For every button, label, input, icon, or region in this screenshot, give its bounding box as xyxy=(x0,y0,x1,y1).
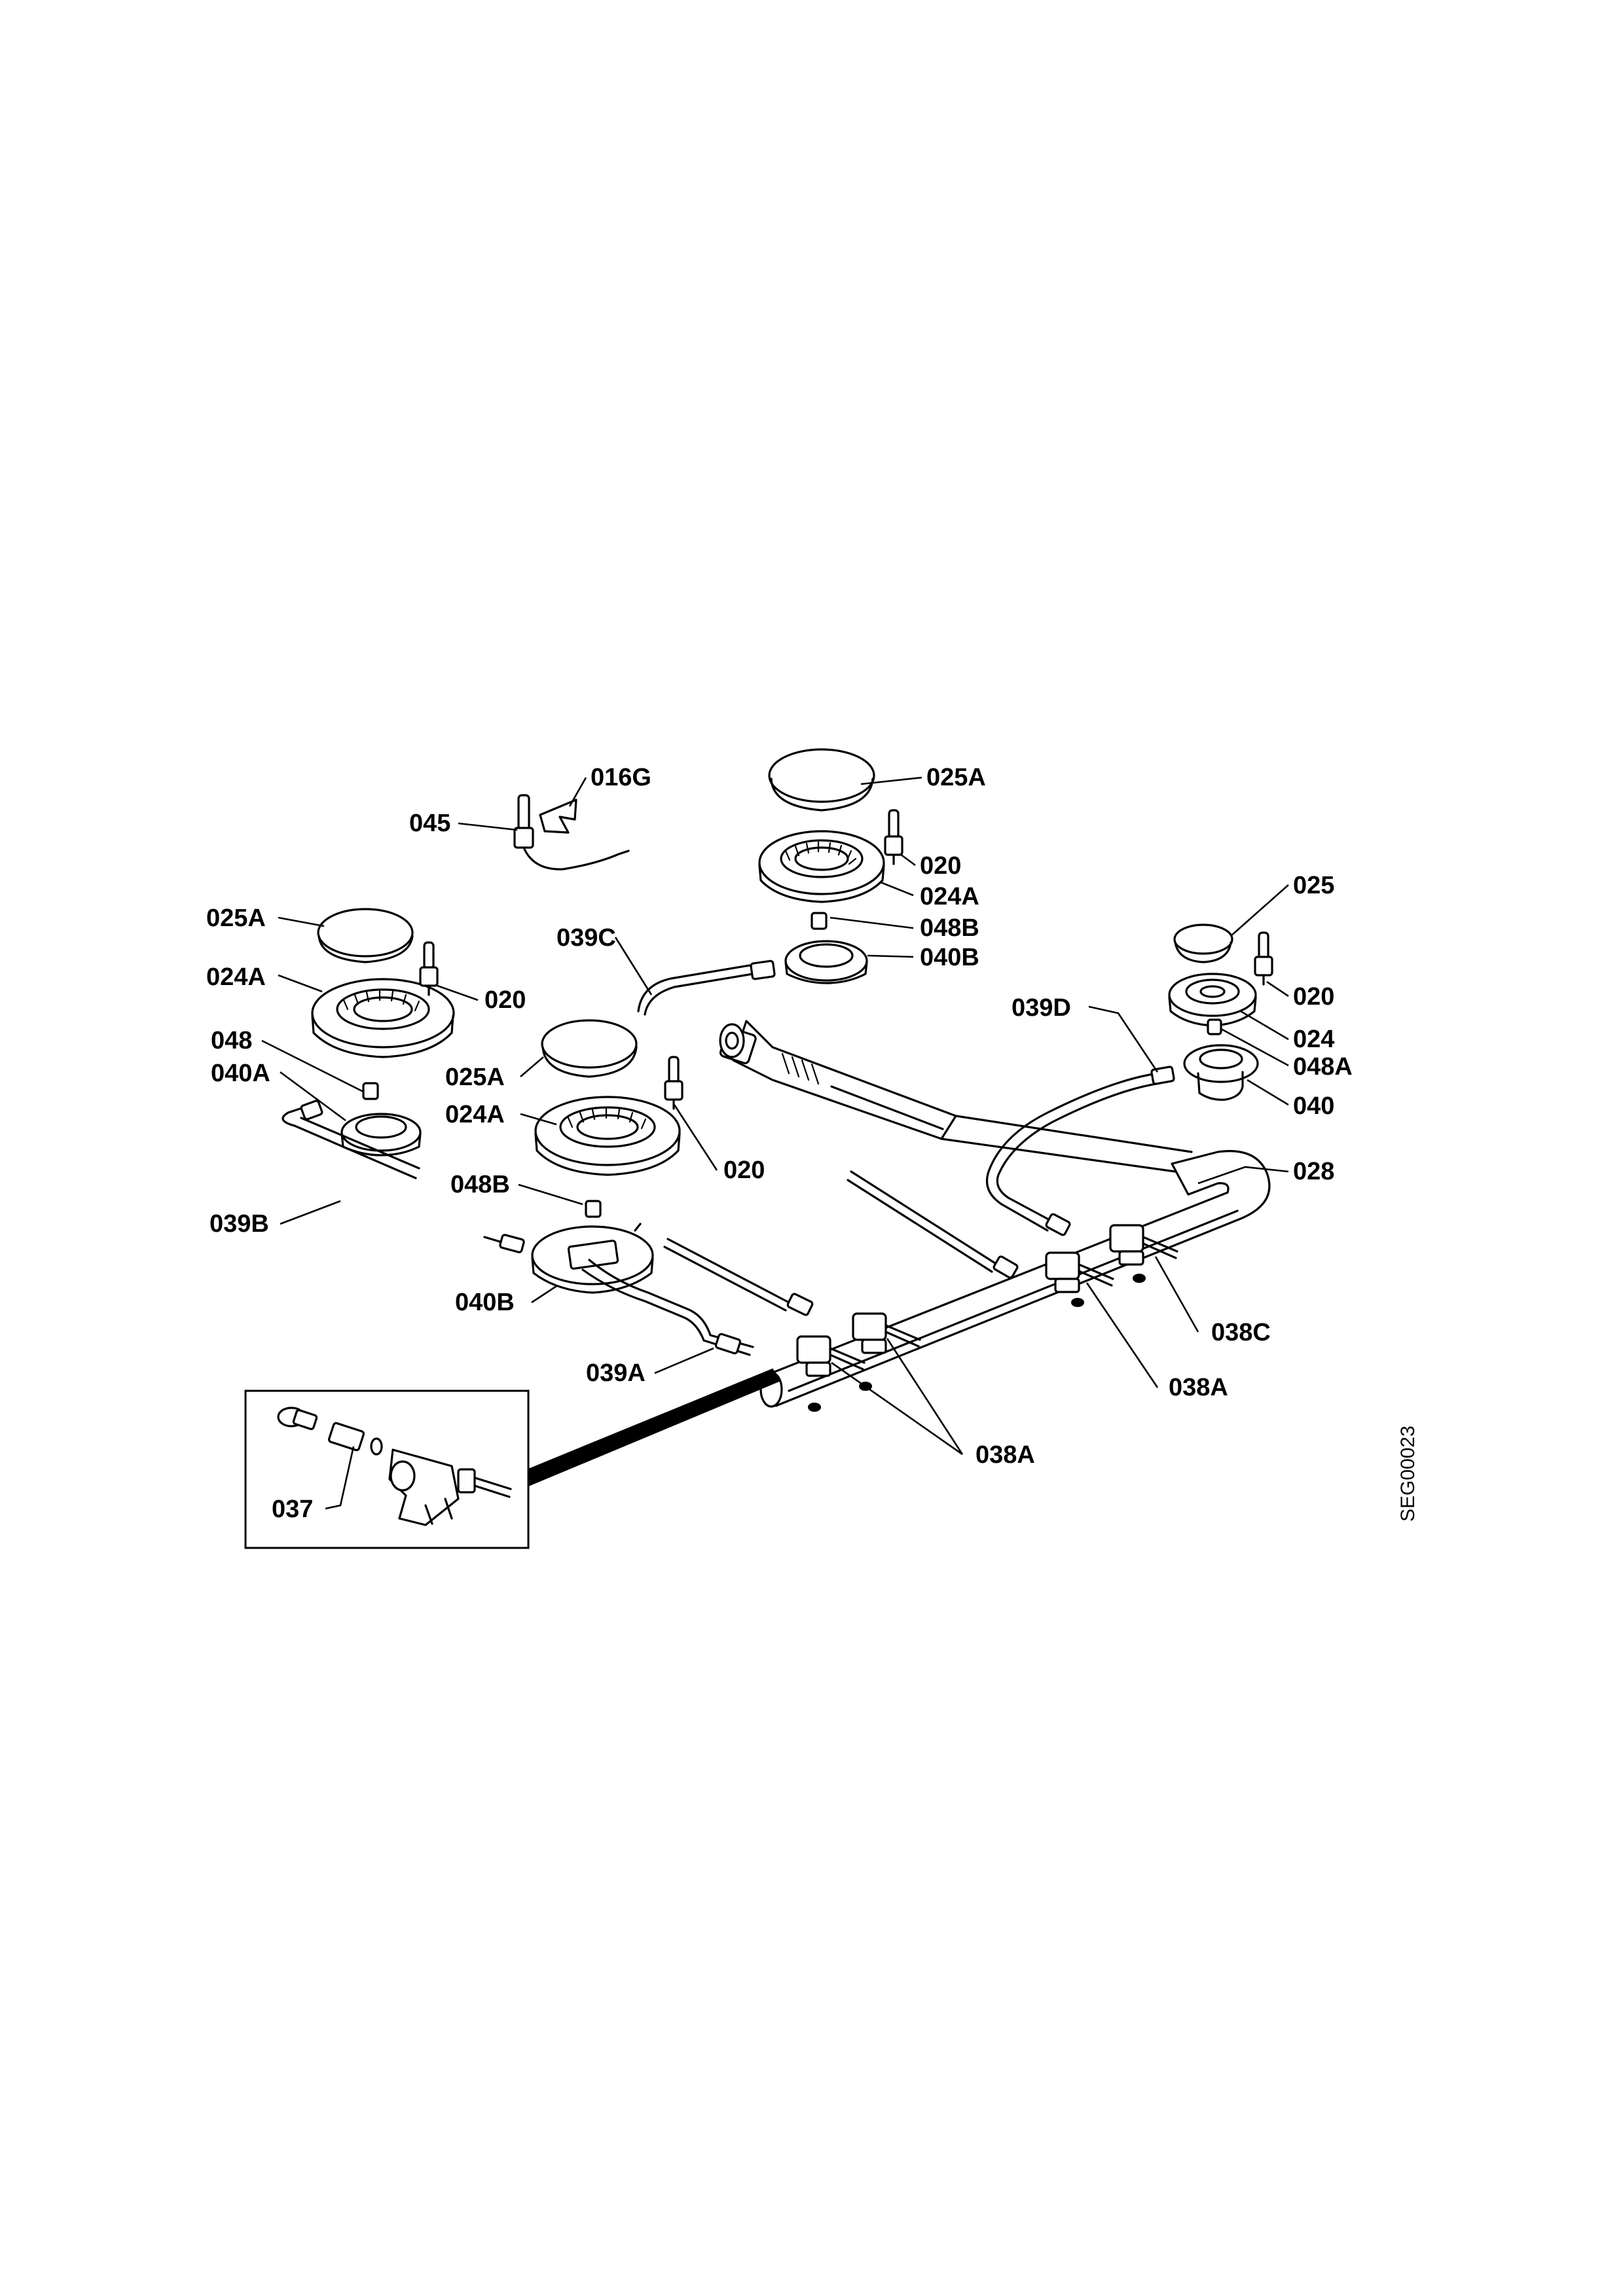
label-025a-left: 025A xyxy=(206,905,266,932)
label-038c: 038C xyxy=(1211,1319,1271,1346)
label-048b-center: 048B xyxy=(450,1171,510,1198)
label-024a-center: 024A xyxy=(445,1101,505,1128)
label-039c: 039C xyxy=(556,924,616,952)
burner-right-small xyxy=(1168,924,1273,1101)
label-020-left: 020 xyxy=(484,986,526,1014)
label-028: 028 xyxy=(1293,1158,1334,1185)
label-040b-top: 040B xyxy=(920,944,979,971)
part-labels: 016G 045 025A 020 024A 048B 040B 039C 02… xyxy=(206,764,1353,1523)
label-048a: 048A xyxy=(1293,1053,1353,1081)
gas-pipes xyxy=(581,960,1175,1356)
label-025a-center: 025A xyxy=(445,1064,505,1091)
burner-center-left xyxy=(483,1019,684,1294)
label-016g: 016G xyxy=(591,764,651,791)
label-024a-top: 024A xyxy=(920,883,979,910)
label-020-center: 020 xyxy=(723,1157,765,1184)
label-048: 048 xyxy=(211,1027,252,1054)
label-037: 037 xyxy=(272,1496,313,1523)
label-040b-center: 040B xyxy=(455,1289,515,1316)
label-040a: 040A xyxy=(211,1060,270,1087)
label-025a-top: 025A xyxy=(926,764,986,791)
label-020-top: 020 xyxy=(920,852,961,880)
label-038a-right: 038A xyxy=(1169,1374,1228,1401)
label-025: 025 xyxy=(1293,872,1334,899)
burner-top-center xyxy=(758,748,903,984)
burner-left xyxy=(282,908,455,1179)
label-020-right: 020 xyxy=(1293,983,1334,1011)
ignition-electrode xyxy=(513,794,630,870)
label-045: 045 xyxy=(409,810,450,837)
label-039d: 039D xyxy=(1012,994,1071,1022)
label-024: 024 xyxy=(1293,1026,1334,1053)
label-039a: 039A xyxy=(586,1359,646,1387)
label-039b: 039B xyxy=(210,1210,269,1238)
gas-taps xyxy=(796,1224,1178,1377)
label-024a-left: 024A xyxy=(206,963,266,991)
label-038a-left: 038A xyxy=(976,1441,1035,1469)
label-040: 040 xyxy=(1293,1092,1334,1120)
label-048b-top: 048B xyxy=(920,914,979,942)
leader-lines xyxy=(261,776,1289,1510)
inset-detail-box xyxy=(244,1368,780,1549)
drawing-code: SEG00023 xyxy=(1397,1426,1419,1522)
